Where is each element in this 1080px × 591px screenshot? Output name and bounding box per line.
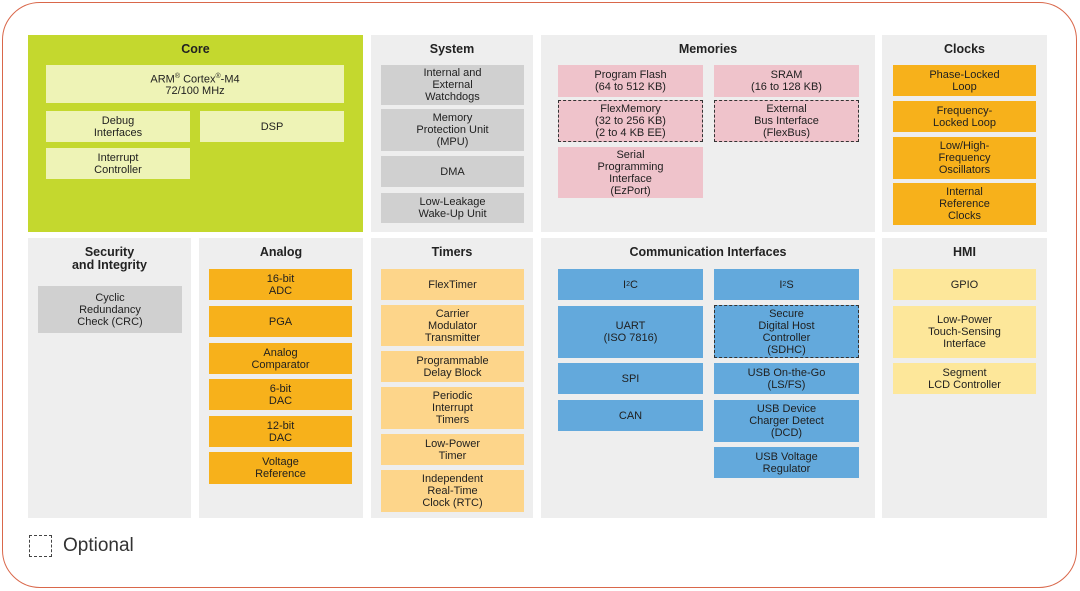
- voltage-reference-block: Voltage Reference: [209, 452, 352, 484]
- security-panel: Security and Integrity Cyclic Redundancy…: [28, 238, 191, 518]
- flexmemory-block: FlexMemory (32 to 256 KB) (2 to 4 KB EE): [558, 100, 703, 142]
- wakeup-unit-block: Low-Leakage Wake-Up Unit: [381, 193, 524, 223]
- oscillators-block: Low/High- Frequency Oscillators: [893, 137, 1036, 179]
- arm-cortex-m4-block: ARM® Cortex®-M4 72/100 MHz: [46, 65, 344, 103]
- can-block: CAN: [558, 400, 703, 431]
- carrier-modulator-block: Carrier Modulator Transmitter: [381, 305, 524, 346]
- debug-interfaces-block: Debug Interfaces: [46, 111, 190, 142]
- periodic-interrupt-timers-block: Periodic Interrupt Timers: [381, 387, 524, 429]
- arm-line2: 72/100 MHz: [165, 85, 225, 98]
- communication-title: Communication Interfaces: [629, 245, 787, 259]
- usb-otg-block: USB On-the-Go (LS/FS): [714, 363, 859, 394]
- programmable-delay-block: Programmable Delay Block: [381, 351, 524, 382]
- mpu-block: Memory Protection Unit (MPU): [381, 109, 524, 151]
- pll-block: Phase-Locked Loop: [893, 65, 1036, 96]
- segment-lcd-block: Segment LCD Controller: [893, 363, 1036, 394]
- system-panel: System Internal and External Watchdogs M…: [371, 35, 533, 232]
- dac-12bit-block: 12-bit DAC: [209, 416, 352, 447]
- gpio-block: GPIO: [893, 269, 1036, 300]
- ezport-block: Serial Programming Interface (EzPort): [558, 147, 703, 198]
- rtc-block: Independent Real-Time Clock (RTC): [381, 470, 524, 512]
- arm-line1: ARM® Cortex®-M4: [150, 72, 240, 86]
- fll-block: Frequency- Locked Loop: [893, 101, 1036, 132]
- analog-panel: Analog 16-bit ADC PGA Analog Comparator …: [199, 238, 363, 518]
- program-flash-block: Program Flash (64 to 512 KB): [558, 65, 703, 97]
- timers-title: Timers: [431, 245, 473, 259]
- flextimer-block: FlexTimer: [381, 269, 524, 300]
- dma-block: DMA: [381, 156, 524, 187]
- dsp-block: DSP: [200, 111, 344, 142]
- adc-16bit-block: 16-bit ADC: [209, 269, 352, 300]
- low-power-timer-block: Low-Power Timer: [381, 434, 524, 465]
- optional-legend-label: Optional: [63, 535, 134, 556]
- hmi-panel: HMI GPIO Low-Power Touch-Sensing Interfa…: [882, 238, 1047, 518]
- clocks-title: Clocks: [944, 42, 985, 56]
- dac-6bit-block: 6-bit DAC: [209, 379, 352, 410]
- sram-block: SRAM (16 to 128 KB): [714, 65, 859, 97]
- internal-reference-clocks-block: Internal Reference Clocks: [893, 183, 1036, 225]
- hmi-title: HMI: [953, 245, 976, 259]
- timers-panel: Timers FlexTimer Carrier Modulator Trans…: [371, 238, 533, 518]
- usb-dcd-block: USB Device Charger Detect (DCD): [714, 400, 859, 442]
- optional-legend-swatch: [29, 535, 52, 557]
- interrupt-controller-block: Interrupt Controller: [46, 148, 190, 179]
- pga-block: PGA: [209, 306, 352, 337]
- analog-title: Analog: [259, 245, 303, 259]
- sdhc-block: Secure Digital Host Controller (SDHC): [714, 305, 859, 358]
- clocks-panel: Clocks Phase-Locked Loop Frequency- Lock…: [882, 35, 1047, 232]
- uart-block: UART (ISO 7816): [558, 306, 703, 358]
- watchdogs-block: Internal and External Watchdogs: [381, 65, 524, 105]
- system-title: System: [429, 42, 475, 56]
- analog-comparator-block: Analog Comparator: [209, 343, 352, 374]
- crc-block: Cyclic Redundancy Check (CRC): [38, 286, 182, 333]
- touch-sensing-block: Low-Power Touch-Sensing Interface: [893, 306, 1036, 358]
- core-title: Core: [181, 42, 210, 56]
- memories-panel: Memories Program Flash (64 to 512 KB) Fl…: [541, 35, 875, 232]
- security-title: Security and Integrity: [71, 245, 147, 272]
- core-panel: Core ARM® Cortex®-M4 72/100 MHz Debug In…: [28, 35, 363, 232]
- spi-block: SPI: [558, 363, 703, 394]
- flexbus-block: External Bus Interface (FlexBus): [714, 100, 859, 142]
- usb-voltage-regulator-block: USB Voltage Regulator: [714, 447, 859, 478]
- memories-title: Memories: [678, 42, 738, 56]
